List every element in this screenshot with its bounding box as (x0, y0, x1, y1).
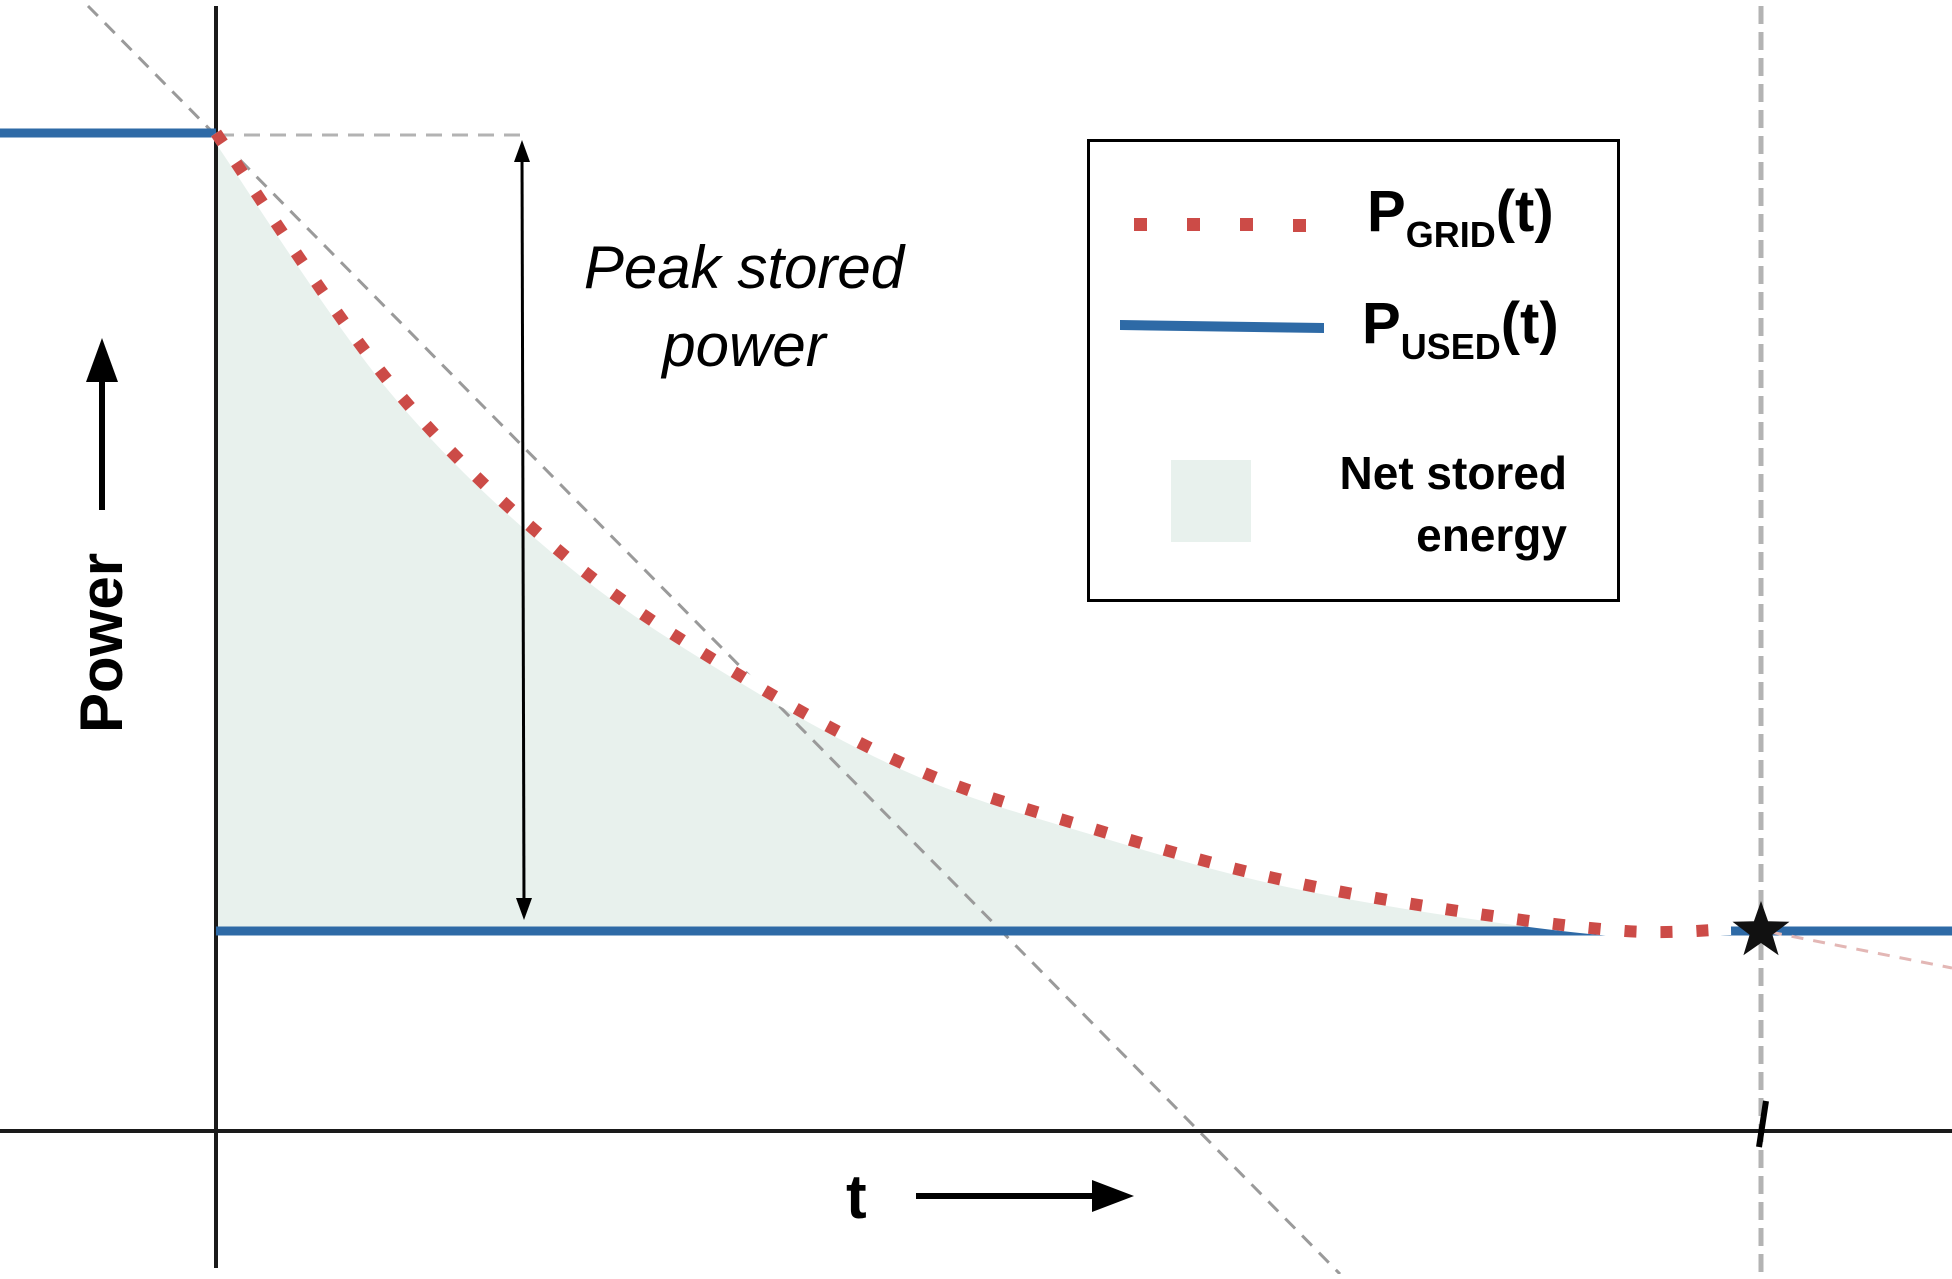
y-label-arrow-head (86, 338, 118, 382)
net-stored-energy-area (216, 133, 1731, 933)
peak-arrow-down-head (516, 898, 532, 920)
x-axis-label: t (846, 1163, 867, 1232)
legend-net-line1: Net stored (1339, 447, 1567, 499)
peak-arrow-up-head (514, 140, 530, 162)
legend-grid-main: P (1367, 179, 1406, 244)
x-label-arrow-head (1092, 1180, 1134, 1212)
initial-slope-tangent-line (86, 4, 1342, 1276)
intersection-star-icon (1732, 901, 1790, 956)
p-grid-extension-dashed (1769, 930, 1952, 970)
legend-used-sub: USED (1400, 326, 1501, 367)
legend-used-swatch (1120, 320, 1324, 333)
legend: PGRID(t) PUSED(t) Net stored energy (1087, 139, 1620, 602)
legend-grid-swatch (1134, 218, 1306, 232)
peak-stored-power-label-line2: power (660, 312, 827, 379)
legend-fill-swatch (1171, 460, 1251, 542)
peak-stored-power-arrow-shaft (520, 151, 526, 909)
y-axis-label: Power (68, 553, 135, 733)
legend-label-p-grid: PGRID(t) (1367, 178, 1554, 255)
x-tick-l-mark (1756, 1100, 1769, 1148)
legend-grid-sub: GRID (1405, 214, 1496, 255)
legend-net-line2: energy (1416, 509, 1567, 561)
legend-label-p-used: PUSED(t) (1362, 290, 1559, 367)
peak-stored-power-label-line1: Peak stored (584, 234, 906, 301)
legend-used-tail: (t) (1500, 291, 1559, 356)
legend-used-main: P (1362, 291, 1401, 356)
legend-label-net-stored-energy: Net stored energy (1340, 442, 1567, 566)
p-grid-curve (211, 129, 1732, 939)
legend-grid-tail: (t) (1495, 179, 1554, 244)
